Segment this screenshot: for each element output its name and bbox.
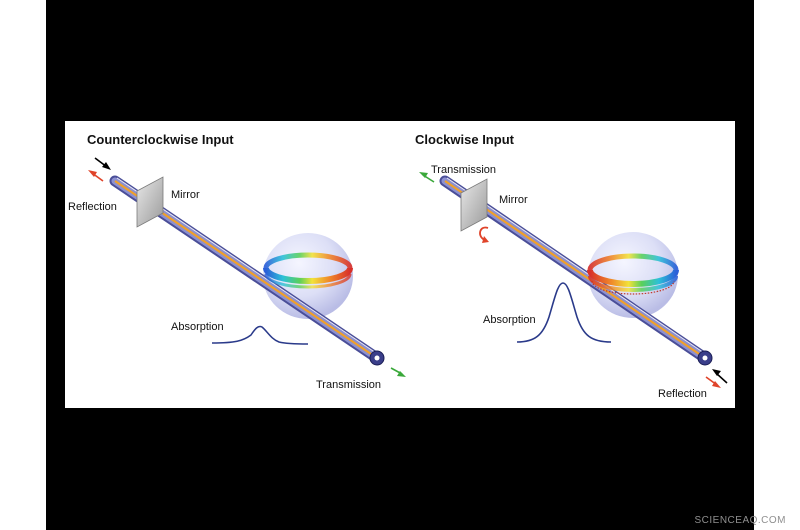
- left-scene: [88, 157, 406, 377]
- right-input-arrow: [712, 369, 728, 384]
- left-reflection-arrow: [88, 170, 104, 182]
- left-transmission-label: Transmission: [316, 379, 381, 391]
- left-mirror-label: Mirror: [171, 189, 200, 201]
- right-mirror: [460, 178, 488, 232]
- left-reflection-label: Reflection: [68, 201, 117, 213]
- left-ring-front: [263, 267, 353, 284]
- right-mirror-label: Mirror: [499, 194, 528, 206]
- left-input-arrow: [94, 157, 111, 170]
- right-transmission-label: Transmission: [431, 164, 496, 176]
- diagram-canvas: [88, 157, 728, 388]
- right-reflection-label: Reflection: [658, 388, 707, 400]
- right-scene: [419, 172, 728, 388]
- right-absorption-curve: [516, 282, 612, 343]
- left-panel-title: Counterclockwise Input: [87, 132, 234, 147]
- right-ring-front: [587, 269, 679, 287]
- left-transmission-arrow: [390, 367, 406, 377]
- right-reflection-hook-icon: [479, 226, 489, 243]
- watermark-text: SCIENCEAQ.COM: [694, 515, 786, 526]
- left-absorption-curve: [211, 325, 309, 345]
- diagram-panel: Counterclockwise Input Reflection Mirror…: [65, 121, 735, 408]
- left-mirror: [136, 176, 164, 228]
- right-absorption-label: Absorption: [483, 314, 536, 326]
- right-panel-title: Clockwise Input: [415, 132, 514, 147]
- right-fiber: [439, 175, 711, 364]
- right-transmission-arrow: [419, 172, 435, 183]
- right-reflection-arrow: [705, 376, 721, 388]
- left-absorption-label: Absorption: [171, 321, 224, 333]
